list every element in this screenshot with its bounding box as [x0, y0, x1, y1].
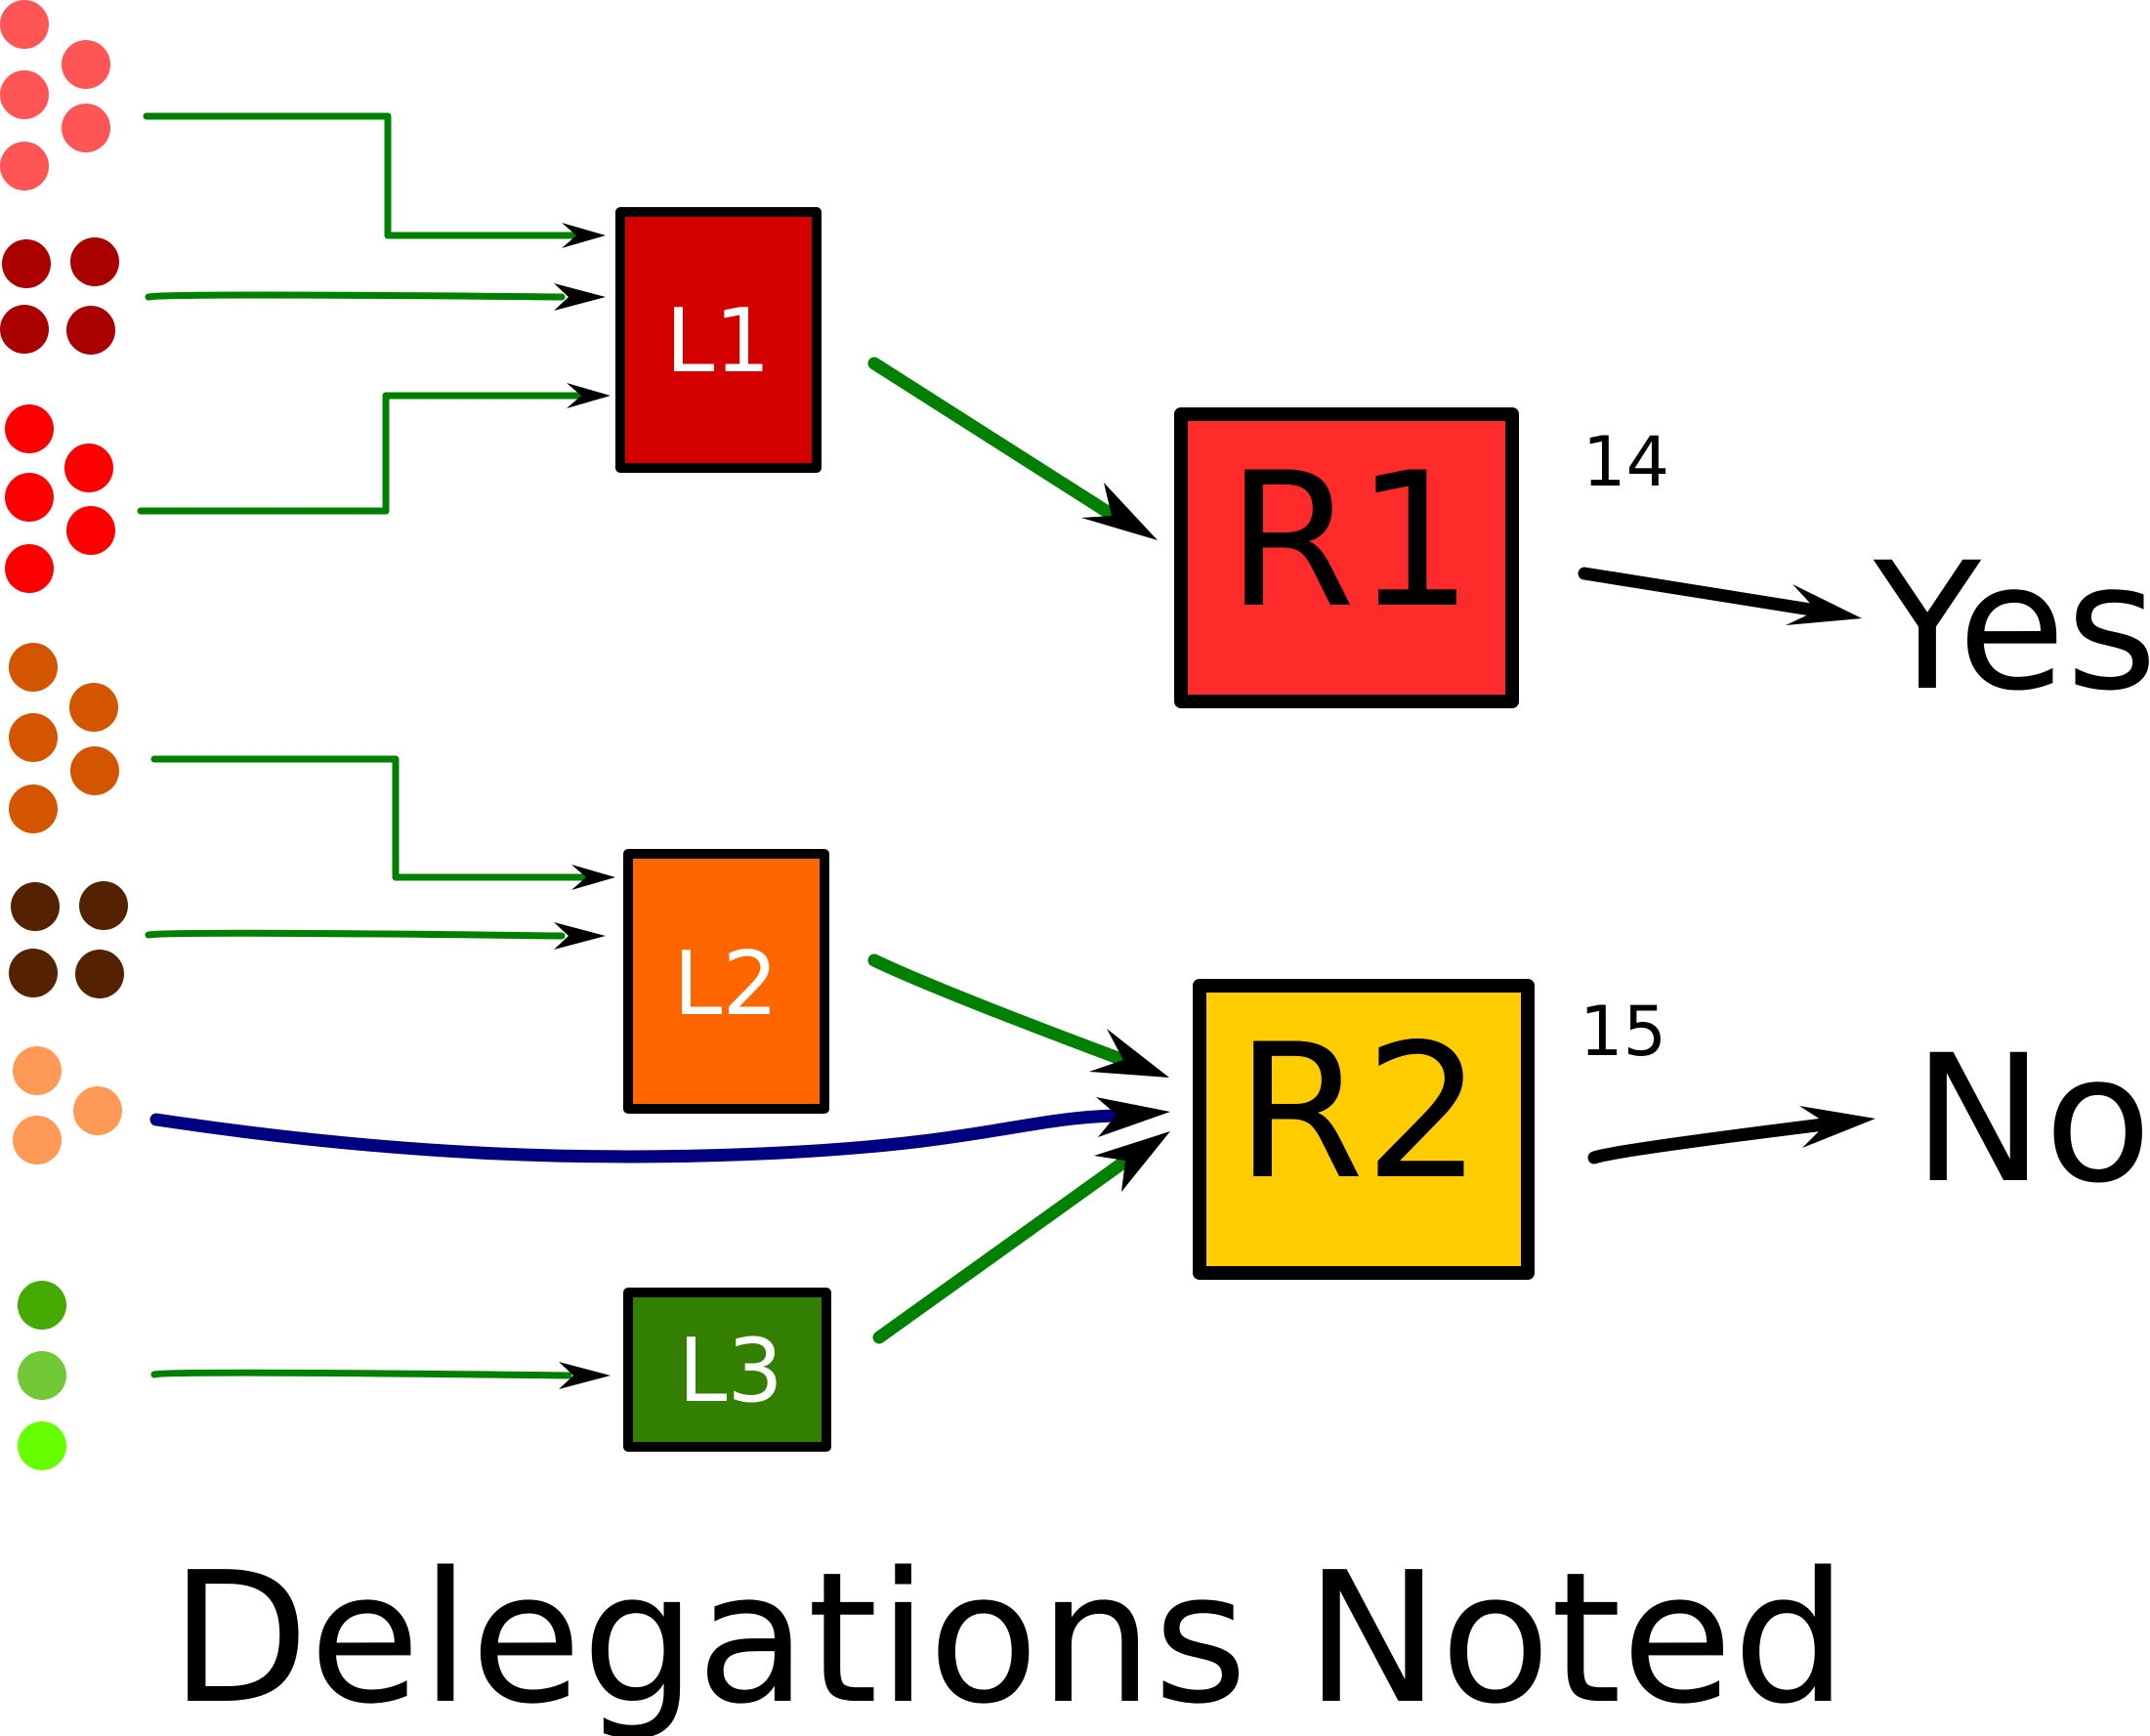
arrowhead-icon: [1096, 1097, 1170, 1137]
arrowhead-icon: [1786, 584, 1862, 625]
voter-dot: [64, 444, 113, 492]
arrowhead-icon: [1089, 1029, 1169, 1078]
voter-dots-group-4: [9, 643, 119, 833]
voter-dot: [9, 784, 58, 833]
voter-dot: [18, 1281, 66, 1330]
delegation-arrow: [145, 929, 566, 940]
voter-dot: [18, 1351, 66, 1400]
voter-dot: [62, 40, 110, 89]
regional-box-r2: R2: [1193, 979, 1535, 1280]
voter-dot: [79, 881, 128, 930]
outcome-no: No: [1913, 1018, 2150, 1222]
delegation-arrow: [137, 392, 585, 515]
voter-dot: [5, 544, 54, 593]
voter-dot: [66, 506, 115, 555]
direct-vote-arrow: [149, 1109, 1120, 1164]
voter-dot: [5, 404, 54, 453]
voter-dot: [0, 142, 49, 191]
delegation-arrow: [143, 112, 580, 239]
local-box-l2: L2: [623, 849, 829, 1114]
voter-dots-group-5: [9, 881, 128, 998]
voter-dot: [9, 949, 58, 997]
local-to-regional-arrow: [867, 953, 1130, 1067]
voter-dots-group-7: [18, 1281, 66, 1470]
arrowhead-icon: [562, 223, 606, 248]
regional-box-label: R2: [1236, 1004, 1483, 1220]
local-box-label: L1: [665, 290, 770, 393]
voter-dot: [62, 104, 110, 152]
arrowhead-icon: [554, 283, 606, 311]
outcome-yes: Yes: [1873, 526, 2150, 730]
arrowhead-icon: [1094, 1131, 1170, 1192]
voter-dots-group-2: [0, 237, 119, 355]
local-box-label: L3: [678, 1320, 782, 1422]
voter-dot: [66, 306, 115, 355]
regional-box-r1: R1: [1174, 407, 1519, 708]
local-box-l3: L3: [623, 1288, 831, 1452]
diagram-title: Delegations Noted: [170, 1533, 1847, 1736]
vote-count-r1: 14: [1582, 422, 1669, 502]
arrowhead-icon: [567, 383, 611, 408]
outcome-arrow: [1578, 567, 1824, 617]
voter-dot: [69, 683, 118, 732]
arrowhead-icon: [1081, 483, 1158, 540]
voter-dot: [0, 305, 49, 354]
voter-dot: [13, 1116, 62, 1164]
vote-count-r2: 15: [1580, 992, 1666, 1072]
voter-dot: [11, 882, 60, 931]
arrowhead-icon: [554, 922, 606, 950]
regional-box-label: R1: [1227, 433, 1474, 649]
voter-dot: [9, 643, 58, 692]
delegation-arrow: [145, 291, 566, 301]
voter-dot: [0, 70, 49, 119]
voter-dots-group-3: [5, 404, 115, 593]
voter-dot: [70, 746, 119, 795]
arrowhead-icon: [571, 865, 615, 890]
voter-dot: [18, 1421, 66, 1470]
outcome-arrow: [1587, 1117, 1838, 1164]
local-to-regional-arrow: [867, 357, 1120, 523]
voter-dot: [13, 1046, 62, 1095]
voter-dot: [5, 473, 54, 522]
voter-dot: [9, 713, 58, 762]
voter-dot: [2, 239, 51, 288]
voter-dot: [70, 237, 119, 286]
voter-dot: [0, 0, 49, 49]
voter-dots-group-6: [13, 1046, 122, 1164]
local-box-l1: L1: [615, 207, 822, 473]
voter-dot: [73, 1086, 122, 1135]
delegation-arrow: [150, 755, 590, 881]
arrowhead-icon: [559, 1362, 611, 1389]
local-to-regional-arrow: [872, 1156, 1130, 1344]
voter-dots-group-1: [0, 0, 110, 191]
voter-dot: [75, 950, 124, 998]
delegation-arrow: [150, 1369, 572, 1379]
arrowhead-icon: [1799, 1106, 1876, 1148]
local-box-label: L2: [673, 933, 778, 1036]
